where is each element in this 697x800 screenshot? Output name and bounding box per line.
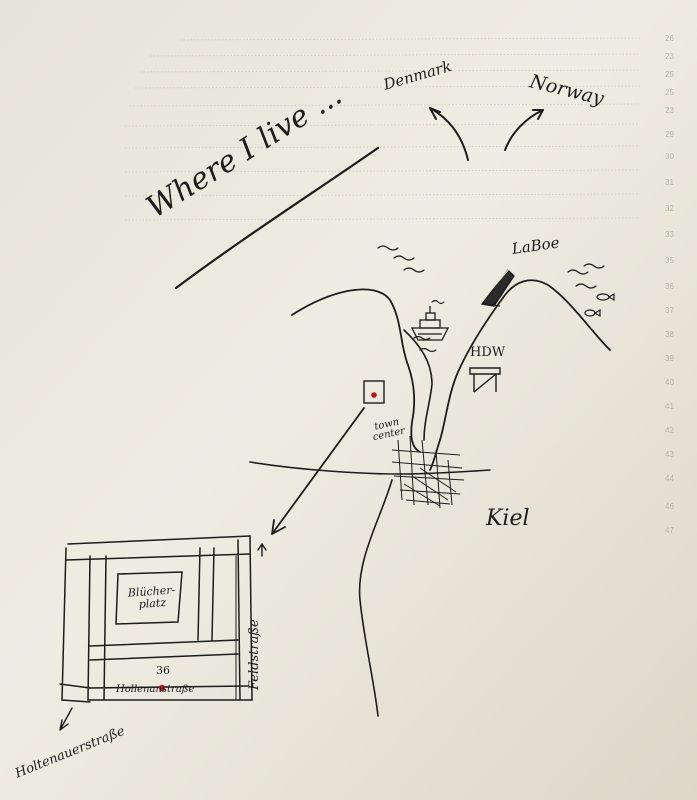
page-number: 37 [665,306,674,315]
town-center-grid [391,435,465,509]
title-underline [174,146,380,290]
page-number: 23 [665,106,674,115]
fish-icon [584,292,615,318]
coast-west [291,288,421,453]
page-number: 47 [665,526,674,535]
label-house-number: 36 [156,664,170,677]
page-number: 23 [665,52,674,61]
arrow-street-left [59,707,73,731]
page-number: 25 [665,88,674,97]
page-number: 39 [665,354,674,363]
faint-background-lines [124,37,641,221]
page-number: 40 [665,378,674,387]
page-number: 30 [665,152,674,161]
inset-street-map [59,535,253,703]
arrow-street-right [257,543,267,557]
page-number: 44 [665,474,674,483]
road-east-west [249,461,491,475]
page-number: 25 [665,70,674,79]
label-blucherplatz: Blücher-platz [127,583,176,612]
page-number: 35 [665,256,674,265]
fjord-inner-shore [403,329,433,441]
home-marker-dot [371,392,377,398]
page-number: 33 [665,230,674,239]
ferry-ship-icon [410,306,450,341]
page-number: 26 [665,34,674,43]
page-number: 29 [665,130,674,139]
house-marker-dot [158,684,166,692]
page-number: 41 [665,402,674,411]
home-marker-box [363,380,385,404]
page-number: 31 [665,178,674,187]
arrow-to-inset [271,407,365,535]
label-street-right: Feldstraße [247,619,262,690]
hdw-crane-icon [469,367,501,393]
road-south [358,479,393,717]
label-street-bottom: Hollenanstraße [116,684,195,695]
coast-east [429,279,611,471]
label-kiel: Kiel [486,506,530,531]
laboe-monument-icon [480,267,515,307]
page-number: 43 [665,450,674,459]
page-number: 46 [665,502,674,511]
arrow-denmark [429,107,469,161]
page-number: 32 [665,204,674,213]
arrow-norway [504,109,544,151]
page-number: 36 [665,282,674,291]
page-number: 38 [665,330,674,339]
page-number: 42 [665,426,674,435]
label-hdw: HDW [470,345,506,360]
